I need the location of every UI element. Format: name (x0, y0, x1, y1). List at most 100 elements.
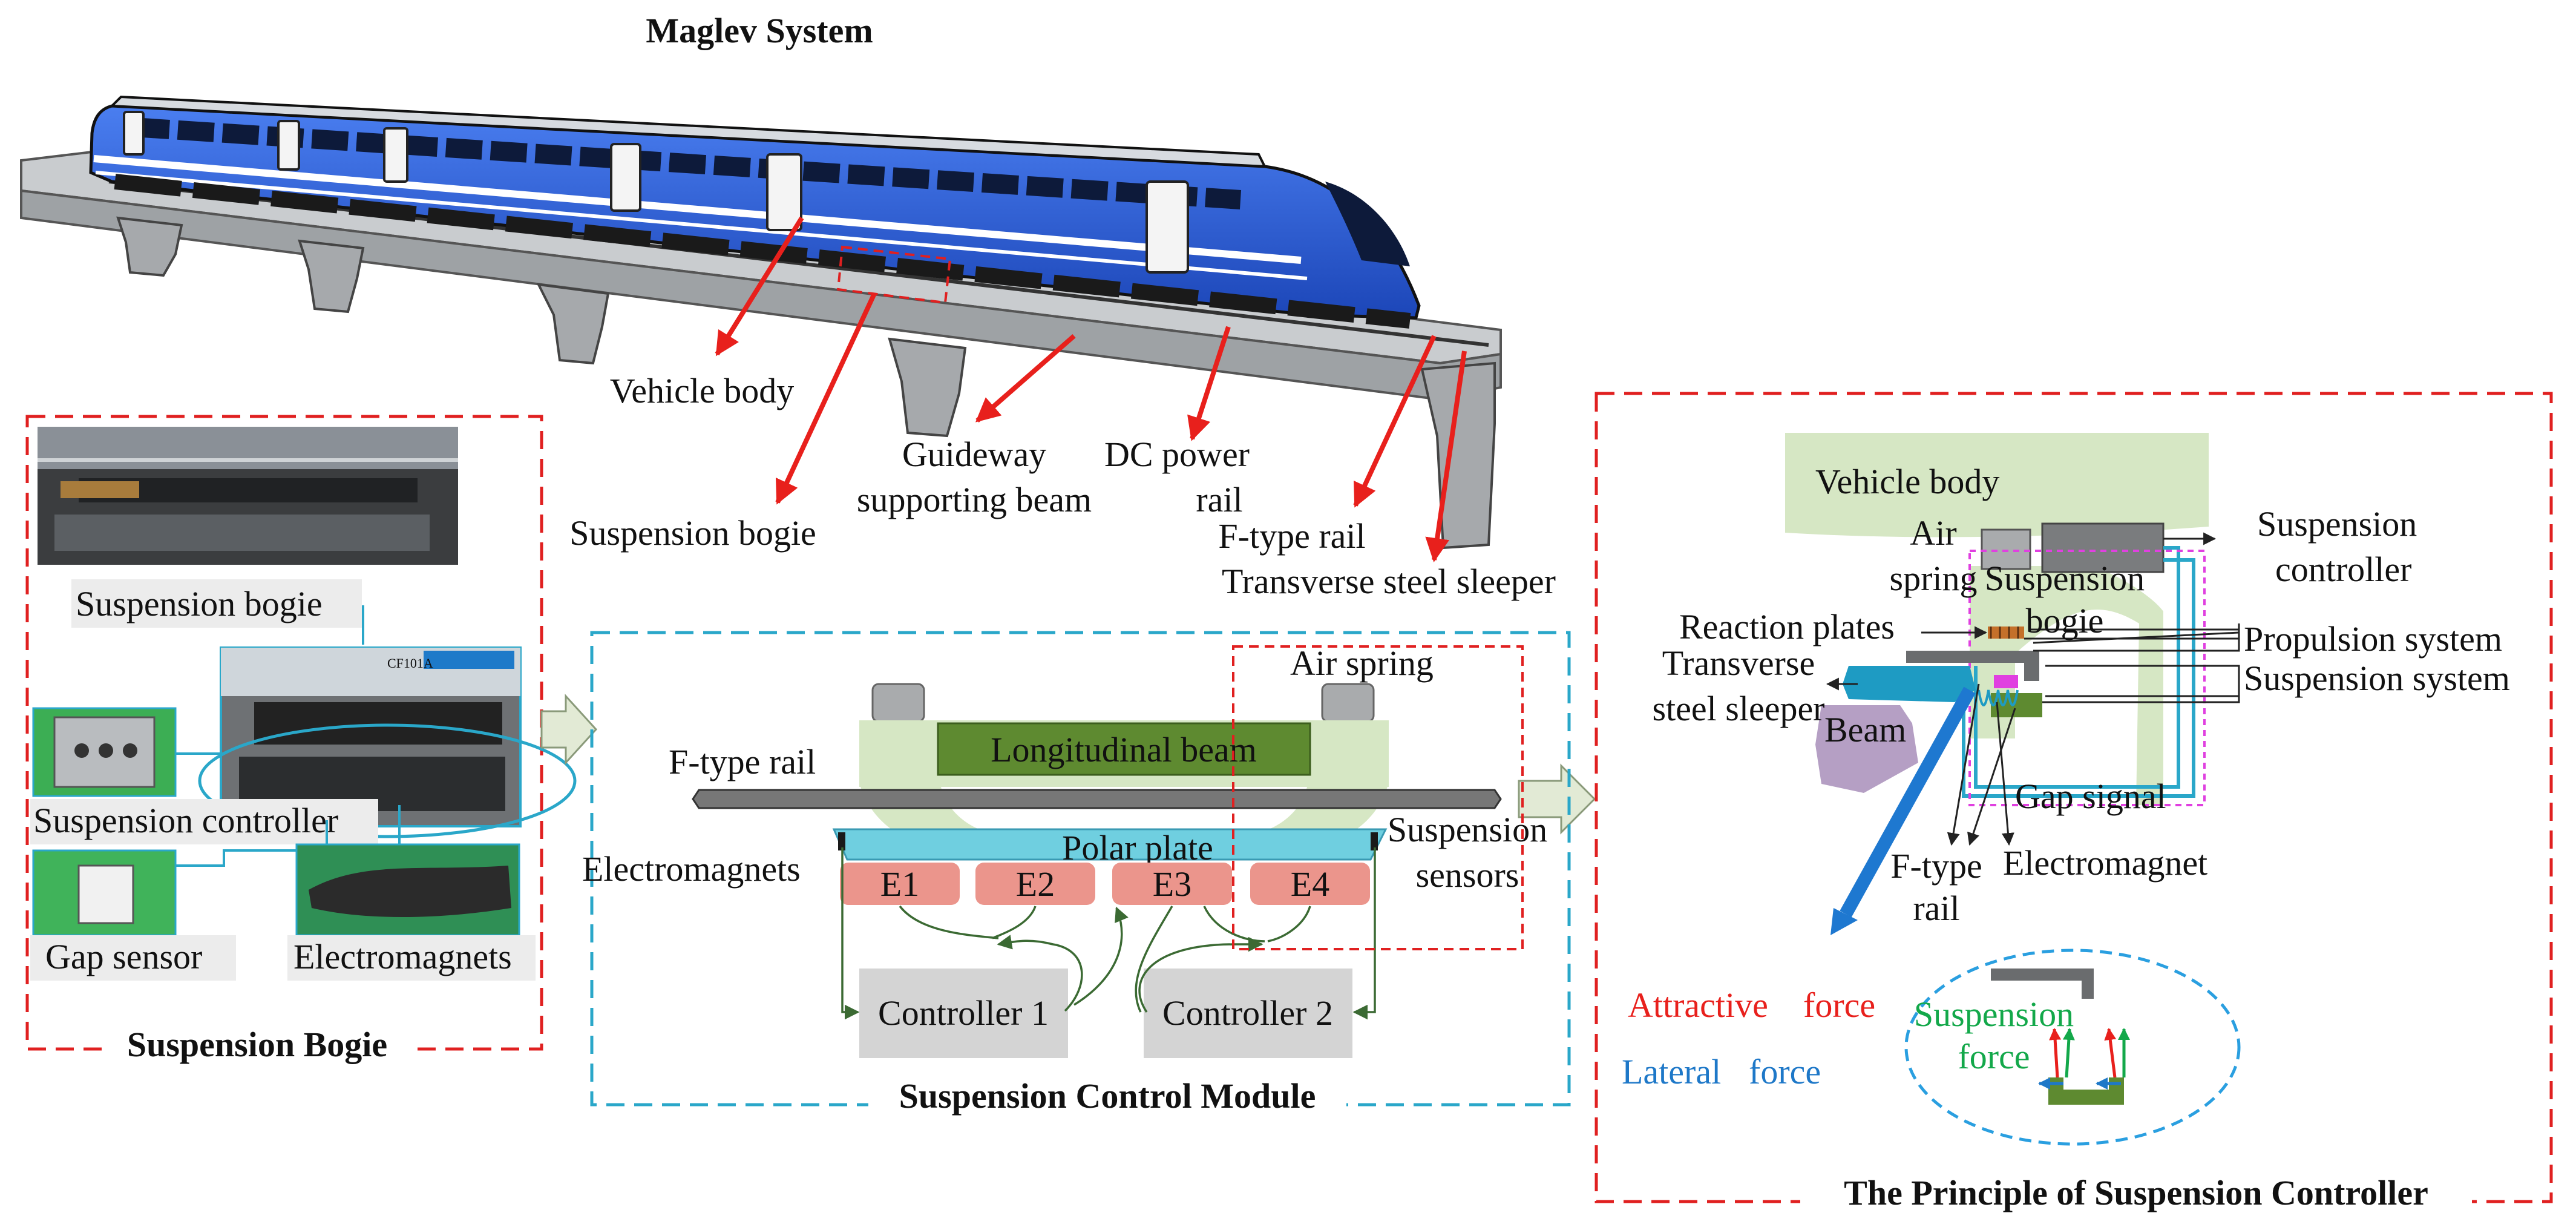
electromagnet-e2 (975, 863, 1095, 905)
bogie-highlight (836, 245, 952, 304)
principle-bogie-label-2: bogie (2026, 601, 2104, 640)
polar-plate-label: Polar plate (1062, 828, 1213, 867)
suspension-force-label-1: Suspension (1914, 995, 2074, 1034)
bogie-title-bg (103, 1026, 411, 1068)
principle-air-label-2: spring (1890, 559, 1978, 598)
force-diagram-rail (1991, 969, 2094, 999)
flow-arrow-2 (1518, 763, 1596, 835)
electromagnet-e1 (840, 863, 960, 905)
principle-sleeper (1843, 666, 1976, 702)
bogie-photo (38, 427, 458, 565)
principle-blue-rail (1840, 686, 1976, 918)
electromagnet-e3 (1112, 863, 1232, 905)
train-roof (109, 95, 1267, 168)
principle-coil-loops (1978, 689, 2019, 706)
module-sensors-label-2: sensors (1416, 855, 1519, 895)
label-suspension-bogie: Suspension bogie (569, 513, 816, 553)
train-pointer-arrows (715, 216, 1467, 562)
principle-electromagnet-label: Electromagnet (2003, 843, 2207, 883)
electromagnets-photo (295, 843, 520, 936)
electromagnets-caption-bg (287, 935, 536, 981)
principle-panel-title: The Principle of Suspension Controller (1844, 1173, 2428, 1212)
longitudinal-beam (937, 722, 1311, 776)
maglev-system-title: Maglev System (646, 11, 873, 50)
attractive-force-label-2: force (1803, 985, 1875, 1025)
principle-bogie-label-1: Suspension (1985, 559, 2145, 598)
label-sleeper: Transverse steel sleeper (1222, 562, 1556, 601)
controller-1-label: Controller 1 (878, 993, 1049, 1033)
principle-ftype-label-2: rail (1913, 889, 1959, 928)
train-stripe (93, 155, 1302, 264)
e3-label: E3 (1153, 864, 1191, 904)
gap-sensor-photo (32, 849, 177, 936)
e4-label: E4 (1291, 864, 1329, 904)
label-dc-power-2: rail (1196, 480, 1242, 519)
principle-sleeper-label-2: steel sleeper (1652, 689, 1824, 728)
suspension-bracket (2045, 665, 2240, 697)
principle-reaction-plates-label: Reaction plates (1679, 607, 1895, 646)
air-spring-left (871, 683, 925, 723)
controller-highlight-ellipse (198, 723, 577, 838)
controller-box-photo (32, 707, 177, 797)
suspension-bogie-panel: Suspension bogie CF101A Suspension contr… (25, 415, 577, 1068)
sensor-right (1371, 832, 1378, 850)
train-windshield (1325, 182, 1410, 266)
controller-caption-bg (30, 799, 378, 844)
module-title-bg (868, 1074, 1346, 1117)
label-guideway-2: supporting beam (857, 480, 1092, 519)
guideway-piers (116, 216, 1496, 550)
principle-controller-label-1: Suspension (2257, 504, 2417, 544)
force-diagram-ellipse (1904, 949, 2241, 1146)
principle-propulsion-label: Propulsion system (2244, 619, 2502, 659)
propulsion-bracket (2030, 628, 2240, 652)
e2-label: E2 (1016, 864, 1055, 904)
module-electromagnets-label: Electromagnets (582, 849, 801, 889)
control-module-panel: Longitudinal beam Polar plate E1 E2 E3 E… (582, 631, 1571, 1117)
principle-vehicle-body-label: Vehicle body (1815, 462, 1999, 501)
label-dc-power-1: DC power (1104, 435, 1250, 474)
label-ftype-rail: F-type rail (1218, 516, 1365, 556)
train-illustration (20, 95, 1502, 550)
principle-bogie-shape (1970, 566, 2163, 805)
dc-power-rail-line (108, 180, 1489, 347)
lateral-force-label-2: force (1749, 1052, 1821, 1091)
principle-beam-label: Beam (1824, 710, 1906, 749)
label-guideway-1: Guideway (902, 435, 1046, 474)
bogie-photo-caption: Suspension bogie (76, 584, 323, 623)
bogie-panel-title: Suspension Bogie (127, 1025, 387, 1064)
train-stripe-2 (95, 171, 1308, 280)
suspension-force-label-2: force (1958, 1037, 2030, 1076)
principle-gap-signal-label: Gap signal (2015, 777, 2166, 816)
train-windows (132, 117, 1242, 209)
principle-ftype-label-1: F-type (1890, 846, 1982, 886)
e1-label: E1 (880, 864, 919, 904)
gap-sensor-caption: Gap sensor (45, 937, 202, 976)
principle-panel: Vehicle body Beam (1594, 392, 2553, 1217)
longitudinal-beam-label: Longitudinal beam (991, 730, 1257, 769)
bogie-connector-3 (175, 820, 328, 867)
module-ftype-rail-label: F-type rail (669, 742, 816, 781)
controller-photo-plate: CF101A (387, 656, 433, 671)
lateral-force-label: Lateral (1622, 1052, 1721, 1091)
principle-air-label-1: Air (1910, 513, 1956, 553)
bogie-photo-caption-bg (71, 579, 362, 628)
principle-suspension-system-label: Suspension system (2244, 659, 2510, 698)
control-wiring (841, 847, 1376, 1020)
controller-caption: Suspension controller (33, 801, 338, 840)
module-sensors-label-1: Suspension (1388, 810, 1547, 849)
train-undercarriage (114, 174, 1411, 329)
principle-title-bg (1800, 1174, 2472, 1217)
principle-sleeper-label-1: Transverse (1662, 643, 1815, 683)
attractive-force-label: Attractive (1628, 985, 1768, 1025)
sensor-region-highlight (1232, 645, 1524, 950)
principle-vehicle-body (1785, 433, 2209, 538)
controller-1-box (859, 969, 1068, 1058)
principle-blue-rail-tip (1830, 908, 1858, 935)
guideway-side (20, 189, 1502, 401)
train-doors (123, 111, 1189, 274)
principle-controller-label-2: controller (2275, 550, 2411, 589)
reaction-plate-coil (1988, 627, 2024, 639)
air-spring-right (1321, 683, 1375, 723)
principle-ftype-hook (1906, 651, 2039, 681)
